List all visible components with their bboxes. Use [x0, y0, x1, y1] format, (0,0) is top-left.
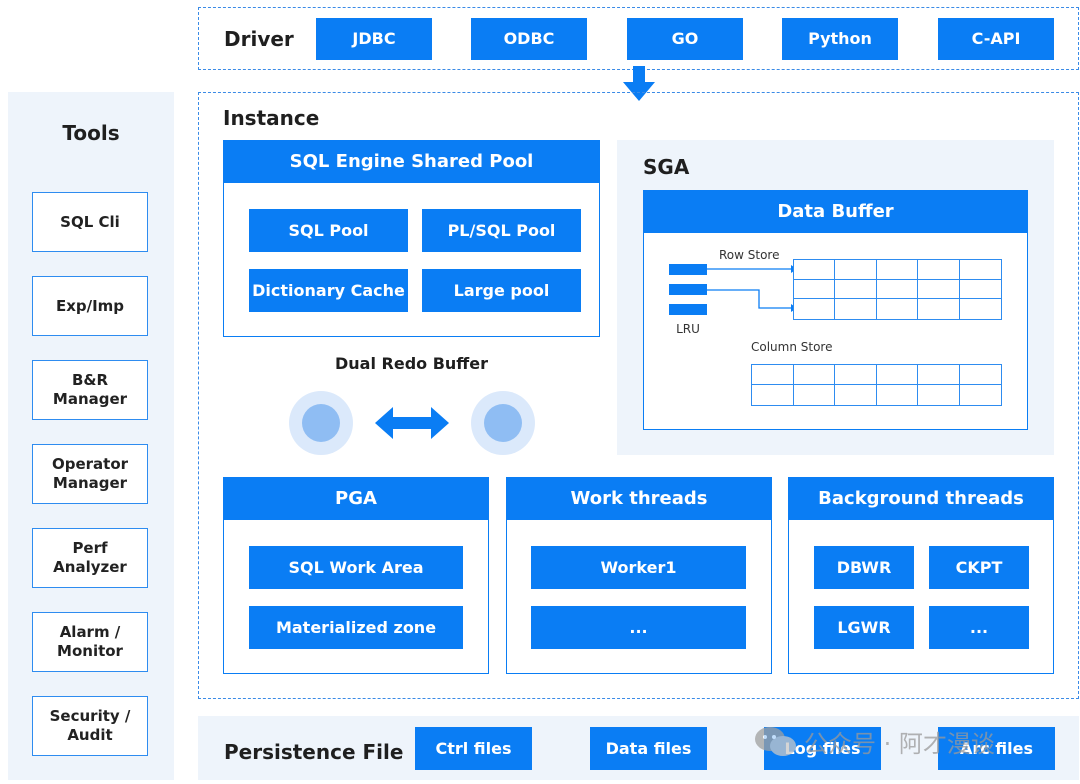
dual-redo-label: Dual Redo Buffer [335, 354, 488, 373]
lgwr: LGWR [814, 606, 914, 649]
dbwr: DBWR [814, 546, 914, 589]
row-store-label: Row Store [719, 248, 780, 262]
double-arrow-icon [375, 407, 449, 439]
data-buffer-title: Data Buffer [643, 190, 1028, 233]
ctrl-files: Ctrl files [415, 727, 532, 770]
tools-title: Tools [62, 121, 120, 145]
dictionary-cache: Dictionary Cache [249, 269, 408, 312]
persistence-title: Persistence File [224, 740, 404, 764]
tool-exp-imp: Exp/Imp [32, 276, 148, 336]
tool-security-audit: Security / Audit [32, 696, 148, 756]
sga-title: SGA [643, 155, 690, 179]
watermark-text: 公众号 · 阿才漫谈 [804, 730, 995, 758]
wechat-icon [755, 727, 796, 756]
instance-section [198, 92, 1079, 699]
redo-buffer-left-icon [289, 391, 353, 455]
column-store-grid [751, 364, 1002, 406]
lru-arrows [707, 265, 797, 312]
pga-title: PGA [223, 477, 489, 520]
driver-jdbc: JDBC [316, 18, 432, 60]
instance-title: Instance [223, 106, 320, 130]
driver-title: Driver [224, 27, 294, 51]
large-pool: Large pool [422, 269, 581, 312]
driver-odbc: ODBC [471, 18, 587, 60]
plsql-pool: PL/SQL Pool [422, 209, 581, 252]
worker-more: ... [531, 606, 746, 649]
arc-files: Arc files [938, 727, 1055, 770]
tool-alarm-monitor: Alarm / Monitor [32, 612, 148, 672]
ckpt: CKPT [929, 546, 1029, 589]
materialized-zone: Materialized zone [249, 606, 463, 649]
sql-work-area: SQL Work Area [249, 546, 463, 589]
driver-python: Python [782, 18, 898, 60]
work-threads-title: Work threads [506, 477, 772, 520]
worker1: Worker1 [531, 546, 746, 589]
column-store-label: Column Store [751, 340, 833, 354]
lru-block-1 [669, 264, 707, 275]
lru-label: LRU [676, 322, 700, 336]
tool-perf-analyzer: Perf Analyzer [32, 528, 148, 588]
tool-sql-cli: SQL Cli [32, 192, 148, 252]
sql-engine-title: SQL Engine Shared Pool [223, 140, 600, 183]
tool-br-manager: B&R Manager [32, 360, 148, 420]
driver-capi: C-API [938, 18, 1054, 60]
driver-go: GO [627, 18, 743, 60]
arrow-down-icon [623, 66, 655, 101]
background-more: ... [929, 606, 1029, 649]
redo-buffer-right-icon [471, 391, 535, 455]
lru-block-2 [669, 284, 707, 295]
sql-pool: SQL Pool [249, 209, 408, 252]
background-threads-title: Background threads [788, 477, 1054, 520]
row-store-grid [793, 259, 1002, 320]
tool-operator-manager: Operator Manager [32, 444, 148, 504]
lru-block-3 [669, 304, 707, 315]
data-files: Data files [590, 727, 707, 770]
